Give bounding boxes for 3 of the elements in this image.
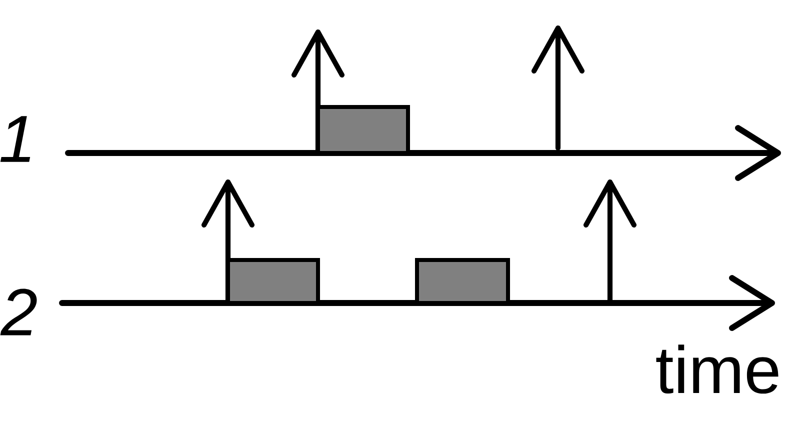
row-label: 2 [0,288,37,336]
axis-label: time [656,344,778,394]
row-label: 1 [0,116,30,162]
